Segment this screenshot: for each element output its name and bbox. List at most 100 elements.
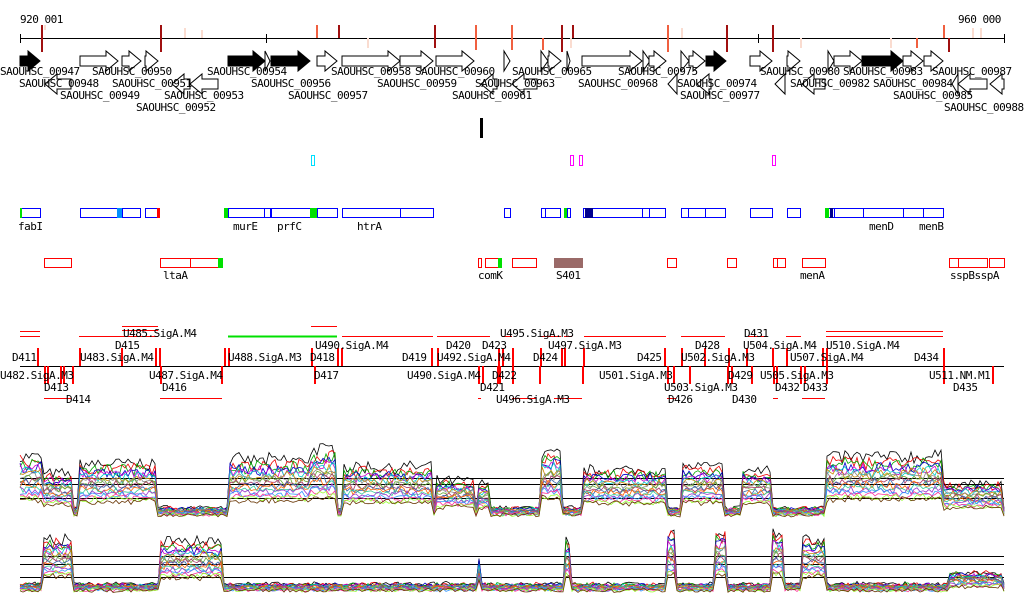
cds-box: [545, 208, 561, 218]
tu-label-lower[interactable]: D433: [803, 381, 828, 394]
gene-label[interactable]: SAOUHSC_00959: [377, 77, 457, 90]
gene-label[interactable]: SAOUHSC_00953: [164, 89, 244, 102]
gene-arrow: [270, 49, 311, 73]
tu-label-lower[interactable]: D430: [732, 393, 757, 406]
tu-label-lower[interactable]: D413: [44, 381, 69, 394]
tu-label-upper[interactable]: D424: [533, 351, 558, 364]
feature-label[interactable]: S401: [556, 269, 581, 282]
gene-label[interactable]: SAOUHSC_00968: [578, 77, 658, 90]
tu-label-lower[interactable]: U505.SigA.M3: [760, 369, 834, 382]
tu-label-lower[interactable]: D417: [314, 369, 339, 382]
gene-label[interactable]: SAOUHSC_00975: [618, 65, 698, 78]
gene-label[interactable]: SAOUHSC_00983: [843, 65, 923, 78]
cds-box: [145, 208, 158, 218]
gene-label[interactable]: SAOUHSC_00952: [136, 101, 216, 114]
tu-label-lower[interactable]: D429: [728, 369, 753, 382]
tu-label-upper[interactable]: U495.SigA.M3: [500, 327, 574, 340]
gene-arrow: [957, 72, 988, 96]
gene-label[interactable]: SAOUHSC_00974: [677, 77, 757, 90]
tu-marker-up: [311, 348, 313, 366]
feature-box: [777, 258, 786, 268]
gene-label[interactable]: SAOUHSC_00957: [288, 89, 368, 102]
tu-label-upper[interactable]: U483.SigA.M4: [80, 351, 154, 364]
tu-marker-up: [37, 348, 39, 366]
tu-label-upper[interactable]: U485.SigA.M4: [123, 327, 197, 340]
gene-label[interactable]: SAOUHSC_00987: [932, 65, 1012, 78]
gene-label[interactable]: SAOUHSC_00963: [475, 77, 555, 90]
gene-arrow: [189, 72, 219, 96]
tu-label-upper[interactable]: U497.SigA.M3: [548, 339, 622, 352]
gene-label[interactable]: SAOUHSC_00988: [944, 101, 1024, 114]
tu-label-lower[interactable]: U496.SigA.M3: [496, 393, 570, 406]
gene-label[interactable]: SAOUHSC_00958: [331, 65, 411, 78]
tu-label-upper[interactable]: U490.SigA.M4: [315, 339, 389, 352]
gene-arrow: [642, 49, 651, 73]
tu-label-upper[interactable]: U488.SigA.M3: [228, 351, 302, 364]
tu-label-lower[interactable]: D435: [953, 381, 978, 394]
expression-profile-line: [19, 490, 1005, 518]
gene-symbol-label[interactable]: murE: [233, 220, 258, 233]
gene-label[interactable]: SAOUHSC_00947: [0, 65, 80, 78]
tu-label-lower[interactable]: D432: [775, 381, 800, 394]
tu-label-upper[interactable]: U510.SigA.M4: [826, 339, 900, 352]
ruler-start-label: 920 001: [20, 13, 63, 26]
tu-marker-down: [800, 366, 802, 384]
tu-label-lower[interactable]: D421: [480, 381, 505, 394]
feature-label[interactable]: menA: [800, 269, 825, 282]
tu-label-upper[interactable]: D431: [744, 327, 769, 340]
tu-label-upper[interactable]: U502.SigA.M3: [681, 351, 755, 364]
gene-label[interactable]: SAOUHSC_00960: [415, 65, 495, 78]
cds-highlight: [224, 208, 228, 218]
gene-symbol-label[interactable]: menB: [919, 220, 944, 233]
gene-symbol-label[interactable]: menD: [869, 220, 894, 233]
tu-label-upper[interactable]: U507.SigA.M4: [790, 351, 864, 364]
tu-marker-up: [437, 348, 439, 366]
tu-label-upper[interactable]: D428: [695, 339, 720, 352]
tu-label-upper[interactable]: D425: [637, 351, 662, 364]
gene-label[interactable]: SAOUHSC_00951: [112, 77, 192, 90]
feature-label[interactable]: comK: [478, 269, 503, 282]
tu-label-lower[interactable]: U482.SigA.M3: [0, 369, 74, 382]
cds-highlight: [310, 208, 317, 218]
tu-label-lower[interactable]: U490.SigA.M4: [407, 369, 481, 382]
gene-label[interactable]: SAOUHSC_00956: [251, 77, 331, 90]
tu-label-upper[interactable]: D418: [310, 351, 335, 364]
gene-arrow: [581, 49, 643, 73]
gene-label[interactable]: SAOUHSC_00961: [452, 89, 532, 102]
tu-label-lower[interactable]: U511.NM.M1: [929, 369, 991, 382]
gene-label[interactable]: SAOUHSC_00950: [92, 65, 172, 78]
gene-label[interactable]: SAOUHSC_00977: [680, 89, 760, 102]
gene-label[interactable]: SAOUHSC_00982: [790, 77, 870, 90]
tu-label-upper[interactable]: D423: [482, 339, 507, 352]
tu-label-lower[interactable]: U487.SigA.M4: [149, 369, 223, 382]
gene-arrow: [833, 49, 863, 73]
gene-label[interactable]: SAOUHSC_00965: [512, 65, 592, 78]
tu-label-upper[interactable]: D419: [402, 351, 427, 364]
gene-label[interactable]: SAOUHSC_00949: [60, 89, 140, 102]
tu-marker-down: [582, 366, 584, 384]
tu-label-lower[interactable]: U501.SigA.M3: [599, 369, 673, 382]
tu-label-lower[interactable]: D422: [492, 369, 517, 382]
tu-label-lower[interactable]: D414: [66, 393, 91, 406]
tu-label-lower[interactable]: D416: [162, 381, 187, 394]
gene-symbol-label[interactable]: htrA: [357, 220, 382, 233]
feature-label[interactable]: ltaA: [163, 269, 188, 282]
gene-label[interactable]: SAOUHSC_00984: [873, 77, 953, 90]
tu-label-upper[interactable]: D415: [115, 339, 140, 352]
gene-label[interactable]: SAOUHSC_00985: [893, 89, 973, 102]
cds-box: [923, 208, 944, 218]
tu-label-upper[interactable]: D434: [914, 351, 939, 364]
position-marker: [980, 28, 982, 38]
tu-label-upper[interactable]: U492.SigA.M4: [437, 351, 511, 364]
tu-label-upper[interactable]: U504.SigA.M4: [743, 339, 817, 352]
tu-label-upper[interactable]: D411: [12, 351, 37, 364]
gene-symbol-label[interactable]: fabI: [18, 220, 43, 233]
gene-label[interactable]: SAOUHSC_00948: [19, 77, 99, 90]
gene-label[interactable]: SAOUHSC_00980: [760, 65, 840, 78]
tu-label-lower[interactable]: U503.SigA.M3: [664, 381, 738, 394]
tu-label-upper[interactable]: D420: [446, 339, 471, 352]
feature-label[interactable]: sspBsspA: [950, 269, 999, 282]
tu-label-lower[interactable]: D426: [668, 393, 693, 406]
gene-symbol-label[interactable]: prfC: [277, 220, 302, 233]
gene-label[interactable]: SAOUHSC_00954: [207, 65, 287, 78]
